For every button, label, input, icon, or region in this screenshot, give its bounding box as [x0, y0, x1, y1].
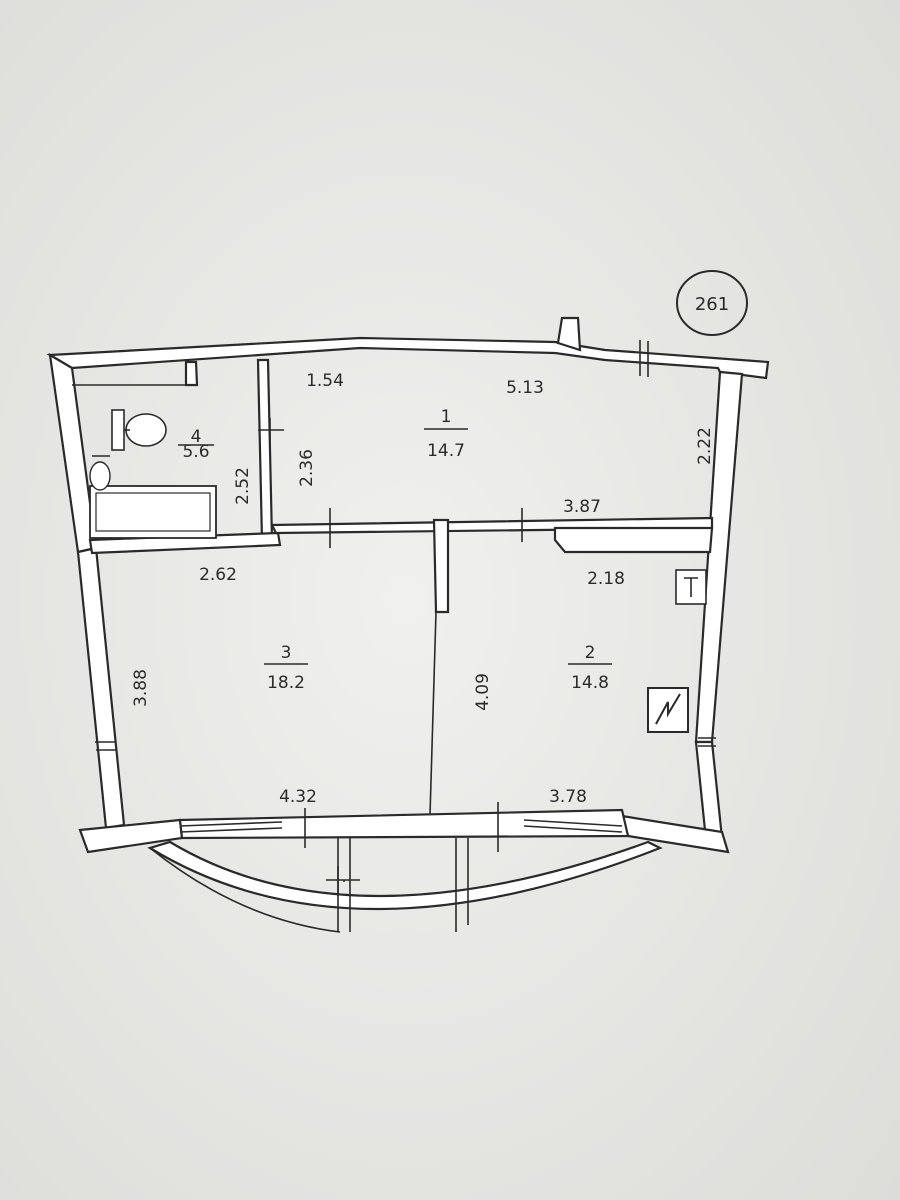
dimension-label: 4.32 — [279, 787, 317, 807]
interior-walls — [72, 358, 714, 816]
room-label-4: 4 5.6 — [178, 427, 214, 462]
dimension-label: 3.78 — [549, 787, 587, 807]
dimension-label: 2.18 — [587, 569, 625, 589]
room-label-3: 3 18.2 — [264, 643, 308, 693]
dimension-label: 4.09 — [473, 673, 493, 711]
room-number: 2 — [585, 643, 596, 663]
dimension-label: 2.62 — [199, 565, 237, 585]
exterior-walls — [46, 316, 770, 854]
dimension-label: 3.87 — [563, 497, 601, 517]
room-number: 4 — [191, 427, 202, 447]
dimension-label: 3.88 — [131, 669, 151, 707]
room-area: 14.8 — [571, 673, 609, 693]
unit-number: 261 — [695, 294, 729, 315]
room-number: 3 — [281, 643, 292, 663]
room-number: 1 — [441, 407, 452, 427]
door-marks — [258, 418, 523, 548]
top-window — [639, 340, 649, 377]
dimension-label: 2.36 — [297, 449, 317, 487]
dimension-label: 1.54 — [306, 371, 344, 391]
balcony — [147, 838, 663, 933]
dimension-label: 2.22 — [695, 427, 715, 465]
room-label-2: 2 14.8 — [568, 643, 612, 693]
room-area: 14.7 — [427, 441, 465, 461]
room-label-1: 1 14.7 — [424, 407, 468, 461]
riser-icon — [675, 569, 707, 605]
room-area: 18.2 — [267, 673, 305, 693]
electrical-panel-icon — [647, 687, 689, 733]
dimension-label: 2.52 — [233, 467, 253, 505]
bottom-windows — [179, 802, 623, 852]
dimension-label: 5.13 — [506, 378, 544, 398]
room-area: 5.6 — [182, 442, 209, 462]
unit-number-badge: 261 — [676, 270, 748, 336]
bathtub-icon — [89, 455, 217, 539]
side-windows — [95, 737, 716, 751]
toilet-icon — [111, 409, 167, 451]
